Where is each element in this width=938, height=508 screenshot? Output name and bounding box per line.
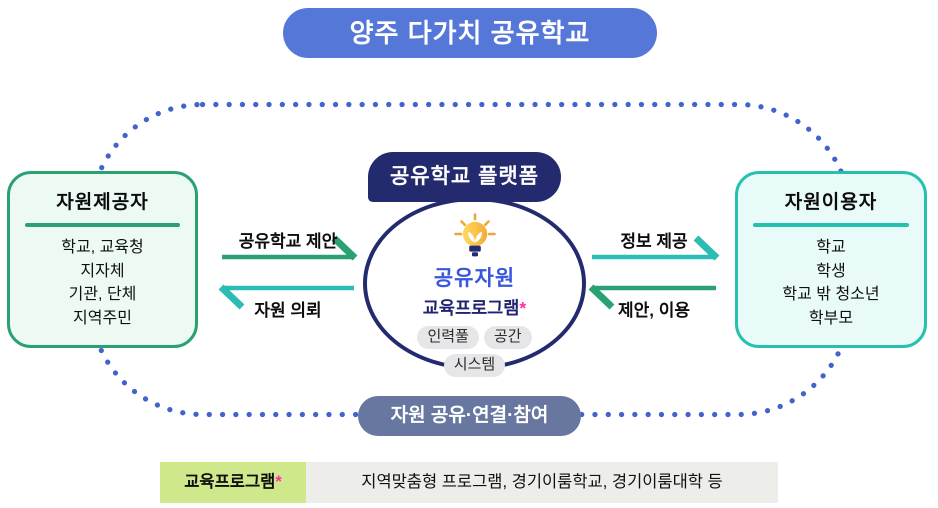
program-label: 교육프로그램* xyxy=(423,295,526,320)
arrow-use-head xyxy=(588,284,615,310)
provider-box-title: 자원제공자 xyxy=(56,192,149,213)
arrow-proposal-head xyxy=(331,235,358,261)
program-text: 교육프로그램 xyxy=(422,298,520,318)
user-box-divider xyxy=(753,223,909,227)
arrow-label-use: 제안, 이용 xyxy=(617,301,690,320)
list-item: 학교, 교육청 xyxy=(61,239,144,256)
list-item: 기관, 단체 xyxy=(68,286,137,303)
shared-resource-heading: 공유자원 xyxy=(433,267,516,290)
legend-asterisk: * xyxy=(275,473,282,491)
legend-bar: 교육프로그램* 지역맞춤형 프로그램, 경기이룸학교, 경기이룸대학 등 xyxy=(160,462,778,503)
resource-provider-box: 자원제공자 학교, 교육청 지자체 기관, 단체 지역주민 xyxy=(7,171,198,348)
tag-manpower: 인력풀 xyxy=(417,326,479,349)
arrow-info-head xyxy=(693,235,720,261)
legend-description: 지역맞춤형 프로그램, 경기이룸학교, 경기이룸대학 등 xyxy=(306,462,778,503)
platform-badge: 공유학교 플랫폼 xyxy=(368,152,561,202)
list-item: 학교 xyxy=(816,239,846,256)
legend-term-text: 교육프로그램 xyxy=(184,473,276,491)
tag-system: 시스템 xyxy=(443,354,506,377)
legend-term: 교육프로그램* xyxy=(160,462,306,503)
tag-space: 공간 xyxy=(483,326,532,349)
list-item: 지역주민 xyxy=(73,309,132,327)
list-item: 학교 밖 청소년 xyxy=(782,286,880,303)
lightbulb-icon xyxy=(452,213,498,261)
diagram-title: 양주 다가치 공유학교 xyxy=(283,8,657,58)
provider-box-divider xyxy=(25,223,180,227)
user-box-list: 학교 학생 학교 밖 청소년 학부모 xyxy=(738,236,924,330)
list-item: 학생 xyxy=(816,262,846,280)
resource-tags: 인력풀 공간 시스템 xyxy=(395,326,555,377)
list-item: 학부모 xyxy=(808,309,854,327)
resource-user-box: 자원이용자 학교 학생 학교 밖 청소년 학부모 xyxy=(735,171,927,348)
provider-box-list: 학교, 교육청 지자체 기관, 단체 지역주민 xyxy=(10,236,195,330)
share-connect-participate-badge: 자원 공유·연결·참여 xyxy=(358,396,581,436)
arrow-label-proposal: 공유학교 제안 xyxy=(238,232,338,251)
user-box-title: 자원이용자 xyxy=(784,192,878,213)
arrow-label-request: 자원 의뢰 xyxy=(254,301,322,320)
arrow-request-head xyxy=(218,284,245,310)
list-item: 지자체 xyxy=(80,262,125,280)
platform-circle: 공유자원 교육프로그램* 인력풀 공간 시스템 xyxy=(363,197,586,377)
arrow-label-info: 정보 제공 xyxy=(620,232,688,251)
program-asterisk: * xyxy=(519,298,527,318)
